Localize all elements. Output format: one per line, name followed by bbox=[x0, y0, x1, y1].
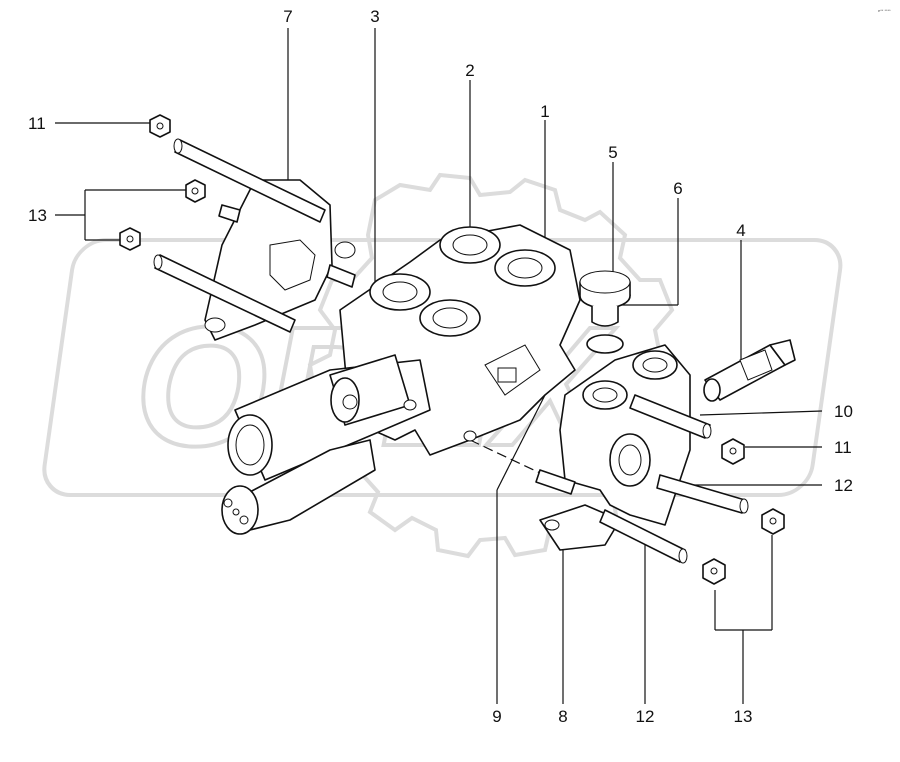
callout-9: 9 bbox=[492, 707, 501, 726]
callout-4: 4 bbox=[736, 221, 745, 240]
callout-11-right: 11 bbox=[834, 438, 852, 457]
hex-nuts-right bbox=[702, 438, 785, 585]
callout-11-left: 11 bbox=[28, 114, 46, 133]
callout-2: 2 bbox=[465, 61, 474, 80]
callout-7: 7 bbox=[283, 7, 292, 26]
end-section-part-8 bbox=[539, 344, 691, 551]
stud-bolts-left bbox=[153, 138, 356, 333]
callout-6: 6 bbox=[673, 179, 682, 198]
callout-8: 8 bbox=[558, 707, 567, 726]
solenoid-actuator-part-3 bbox=[221, 354, 431, 535]
callout-13-left: 13 bbox=[28, 206, 47, 225]
stud-bolts-right bbox=[535, 394, 749, 564]
callout-12-bottom: 12 bbox=[636, 707, 655, 726]
hex-nuts-left bbox=[119, 114, 206, 251]
corner-code: e** **** bbox=[878, 8, 891, 13]
callout-5: 5 bbox=[608, 143, 617, 162]
plug-part-5 bbox=[579, 270, 631, 327]
callout-10: 10 bbox=[834, 402, 853, 421]
callout-1: 1 bbox=[540, 102, 549, 121]
callout-3: 3 bbox=[370, 7, 379, 26]
sensor-part-4 bbox=[703, 339, 796, 402]
o-ring-part-6 bbox=[586, 334, 624, 354]
callout-labels: 7 3 2 1 5 6 4 11 13 10 11 12 9 8 12 13 bbox=[28, 7, 853, 726]
callout-13-bottom: 13 bbox=[734, 707, 753, 726]
callout-12-right: 12 bbox=[834, 476, 853, 495]
